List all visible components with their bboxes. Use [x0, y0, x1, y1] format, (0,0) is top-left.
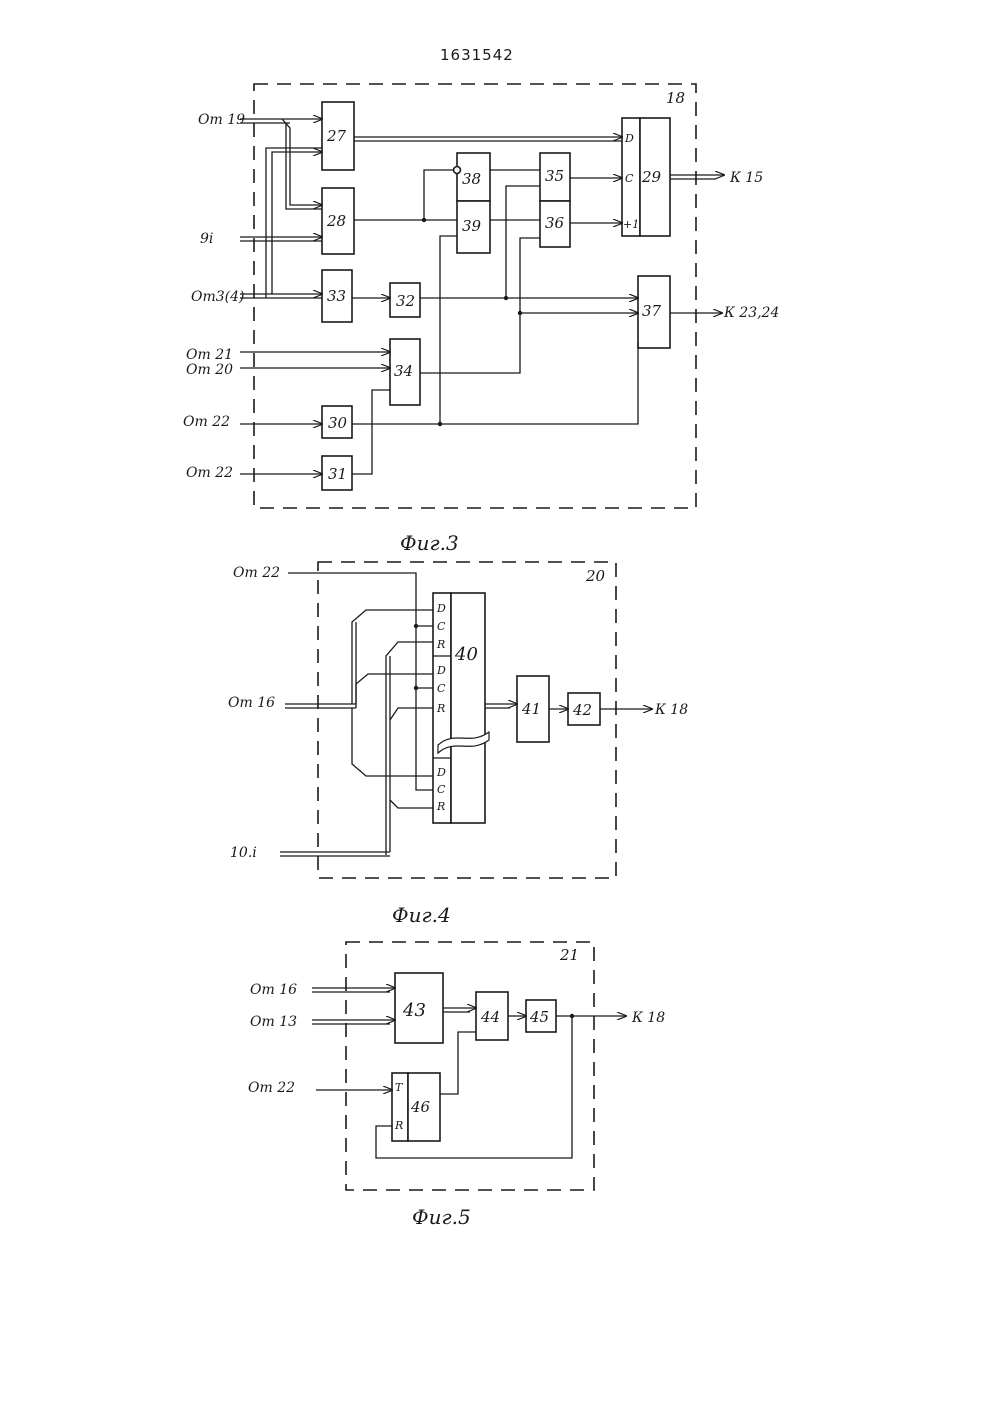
fig3-label-29: 29 — [641, 168, 662, 186]
fig5-label-46: 46 — [410, 1098, 431, 1116]
fig3-inverter-38 — [454, 167, 461, 174]
fig5-unit-number: 21 — [559, 946, 579, 964]
fig4-label-40: 40 — [454, 644, 478, 665]
fig3-label-34: 34 — [394, 362, 413, 380]
fig4-unit-number: 20 — [585, 567, 606, 585]
fig3-pin-29-c: C — [625, 172, 634, 185]
fig5-unit-boundary — [346, 942, 594, 1190]
fig3-input-from-21: От 21 — [186, 347, 233, 363]
fig3-input-from-19: От 19 — [198, 112, 245, 128]
figure-5: 21 43 44 45 46 T R От 16 От 13 От 22 К 1… — [248, 942, 665, 1229]
fig3-label-39: 39 — [462, 217, 482, 235]
fig3-label-30: 30 — [328, 414, 348, 432]
fig4-pin-r2: R — [436, 702, 445, 715]
fig3-label-36: 36 — [545, 214, 565, 232]
fig3-input-from-3-4: От3(4) — [191, 289, 245, 305]
fig4-pin-c1: C — [437, 620, 446, 633]
fig4-input-from-22: От 22 — [233, 565, 280, 581]
fig4-caption: Фиг.4 — [392, 903, 451, 927]
fig4-label-42: 42 — [572, 701, 592, 719]
fig4-pin-d3: D — [436, 766, 446, 779]
patent-number: 1631542 — [440, 46, 514, 64]
fig5-input-from-22: От 22 — [248, 1080, 295, 1096]
figure-3: 18 27 28 29 D C +1 30 31 32 33 34 35 36 … — [183, 84, 779, 555]
fig3-label-27: 27 — [326, 127, 347, 145]
fig4-pin-r3: R — [436, 800, 445, 813]
fig3-label-33: 33 — [327, 287, 346, 305]
fig3-label-38: 38 — [462, 170, 481, 188]
fig5-label-44: 44 — [480, 1008, 500, 1026]
fig3-label-32: 32 — [396, 292, 415, 310]
fig5-wires — [312, 988, 626, 1158]
fig3-label-35: 35 — [545, 167, 564, 185]
fig4-pin-c3: C — [437, 783, 446, 796]
fig5-label-45: 45 — [529, 1008, 549, 1026]
fig3-label-31: 31 — [328, 465, 347, 483]
fig3-input-from-22-a: От 22 — [183, 414, 230, 430]
fig5-input-from-16: От 16 — [250, 982, 297, 998]
fig4-pin-d2: D — [436, 664, 446, 677]
fig3-output-to-23-24: К 23,24 — [723, 305, 779, 321]
fig4-pin-d1: D — [436, 602, 446, 615]
fig3-pin-29-plus1: +1 — [623, 218, 639, 231]
fig5-input-from-13: От 13 — [250, 1014, 297, 1030]
fig4-output-to-18: К 18 — [654, 702, 688, 718]
fig5-label-43: 43 — [402, 1000, 426, 1021]
fig3-label-37: 37 — [642, 302, 662, 320]
fig4-input-from-16: От 16 — [228, 695, 275, 711]
fig3-output-to-15: К 15 — [729, 170, 763, 186]
fig3-label-28: 28 — [326, 212, 346, 230]
fig4-input-10i: 10.i — [230, 845, 257, 861]
fig4-pin-r1: R — [436, 638, 445, 651]
fig4-register-40 — [451, 593, 485, 823]
figure-4: 20 40 D C R D C R D C R 41 42 От 22 От 1… — [228, 562, 688, 927]
fig3-pin-29-d: D — [624, 132, 634, 145]
fig3-caption: Фиг.3 — [400, 531, 459, 555]
fig5-junction — [570, 1014, 574, 1018]
fig3-unit-number: 18 — [666, 89, 685, 107]
fig5-pin-r: R — [394, 1119, 403, 1132]
fig3-input-from-20: От 20 — [186, 362, 233, 378]
fig4-pin-c2: C — [437, 682, 446, 695]
fig5-output-to-18: К 18 — [631, 1010, 665, 1026]
fig5-caption: Фиг.5 — [412, 1205, 471, 1229]
fig3-input-from-22-b: От 22 — [186, 465, 233, 481]
fig3-input-9i: 9i — [200, 231, 213, 247]
fig4-label-41: 41 — [521, 700, 541, 718]
